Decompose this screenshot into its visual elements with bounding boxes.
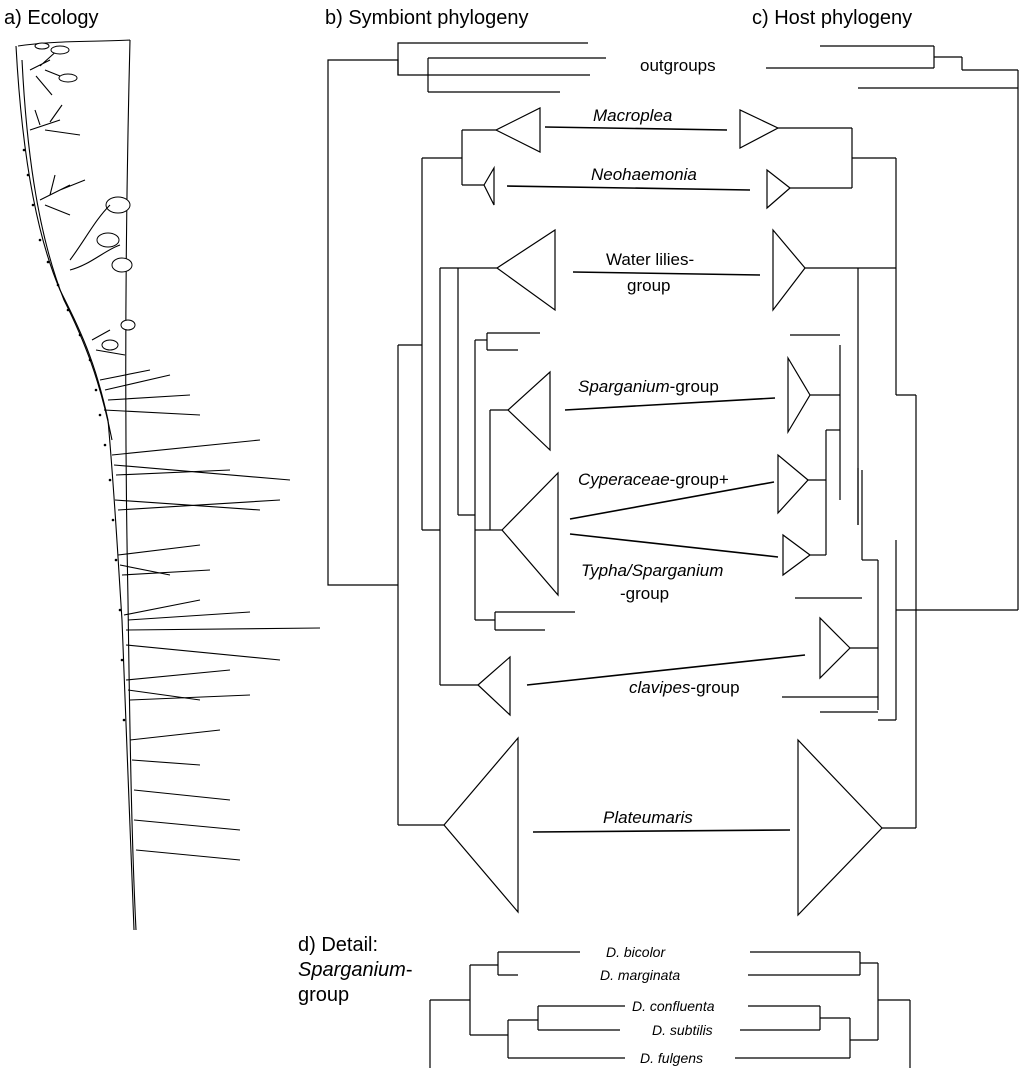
panel-d-label-line3: group <box>298 984 349 1006</box>
host-clade-clavipes <box>819 616 851 680</box>
clade-labels: outgroups Macroplea Neohaemonia Water li… <box>578 54 760 827</box>
label-clavipes-group: clavipes-group <box>629 678 740 697</box>
host-clade-sparganium <box>787 355 811 435</box>
sediment-dots <box>22 148 126 722</box>
host-clade-plateumaris <box>797 738 883 917</box>
label-neohaemonia: Neohaemonia <box>591 165 697 184</box>
symbiont-clade-macroplea <box>494 107 541 153</box>
species-label: D. fulgens <box>640 1050 703 1066</box>
host-clade-macroplea <box>739 109 780 149</box>
label-typha-sparganium-2: -group <box>620 584 669 603</box>
symbiont-clade-water-lilies <box>495 228 556 312</box>
label-water-lilies-2: group <box>627 276 670 295</box>
species-label: D. subtilis <box>652 1022 713 1038</box>
label-water-lilies-1: Water lilies- <box>606 250 694 269</box>
panel-d-label-line1: d) Detail: <box>298 934 378 956</box>
label-cyperaceae-group: Cyperaceae-group+ <box>578 470 729 489</box>
ecology-illustration <box>15 39 321 931</box>
species-label: D. confluenta <box>632 998 715 1014</box>
detail-species-labels: D. bicolor D. marginata D. confluenta D.… <box>600 944 715 1066</box>
panel-d-label-line2: Sparganium- <box>298 959 413 981</box>
symbiont-clade-plateumaris <box>443 736 519 914</box>
label-sparganium-group: Sparganium-group <box>578 377 719 396</box>
label-macroplea: Macroplea <box>593 106 672 125</box>
symbiont-clade-neohaemonia <box>483 165 495 206</box>
label-outgroups: outgroups <box>640 56 716 75</box>
label-plateumaris: Plateumaris <box>603 808 693 827</box>
panel-b-label: b) Symbiont phylogeny <box>325 7 528 29</box>
host-clade-neohaemonia <box>766 168 791 210</box>
host-clade-typha <box>782 533 812 577</box>
symbiont-clade-clavipes <box>477 655 511 717</box>
association-lines <box>506 126 806 833</box>
label-typha-sparganium: Typha/Sparganium <box>581 561 723 580</box>
symbiont-tree <box>327 42 606 914</box>
species-label: D. marginata <box>600 967 680 983</box>
panel-a-label: a) Ecology <box>4 7 99 29</box>
host-clade-cyperaceae <box>777 453 809 515</box>
symbiont-clade-sparganium <box>507 370 551 452</box>
symbiont-clade-cyperaceae-typha <box>501 471 559 597</box>
detail-tree <box>429 951 911 1068</box>
species-label: D. bicolor <box>606 944 666 960</box>
panel-c-label: c) Host phylogeny <box>752 7 912 29</box>
host-clade-water-lilies <box>772 228 806 312</box>
host-tree <box>739 45 1019 917</box>
